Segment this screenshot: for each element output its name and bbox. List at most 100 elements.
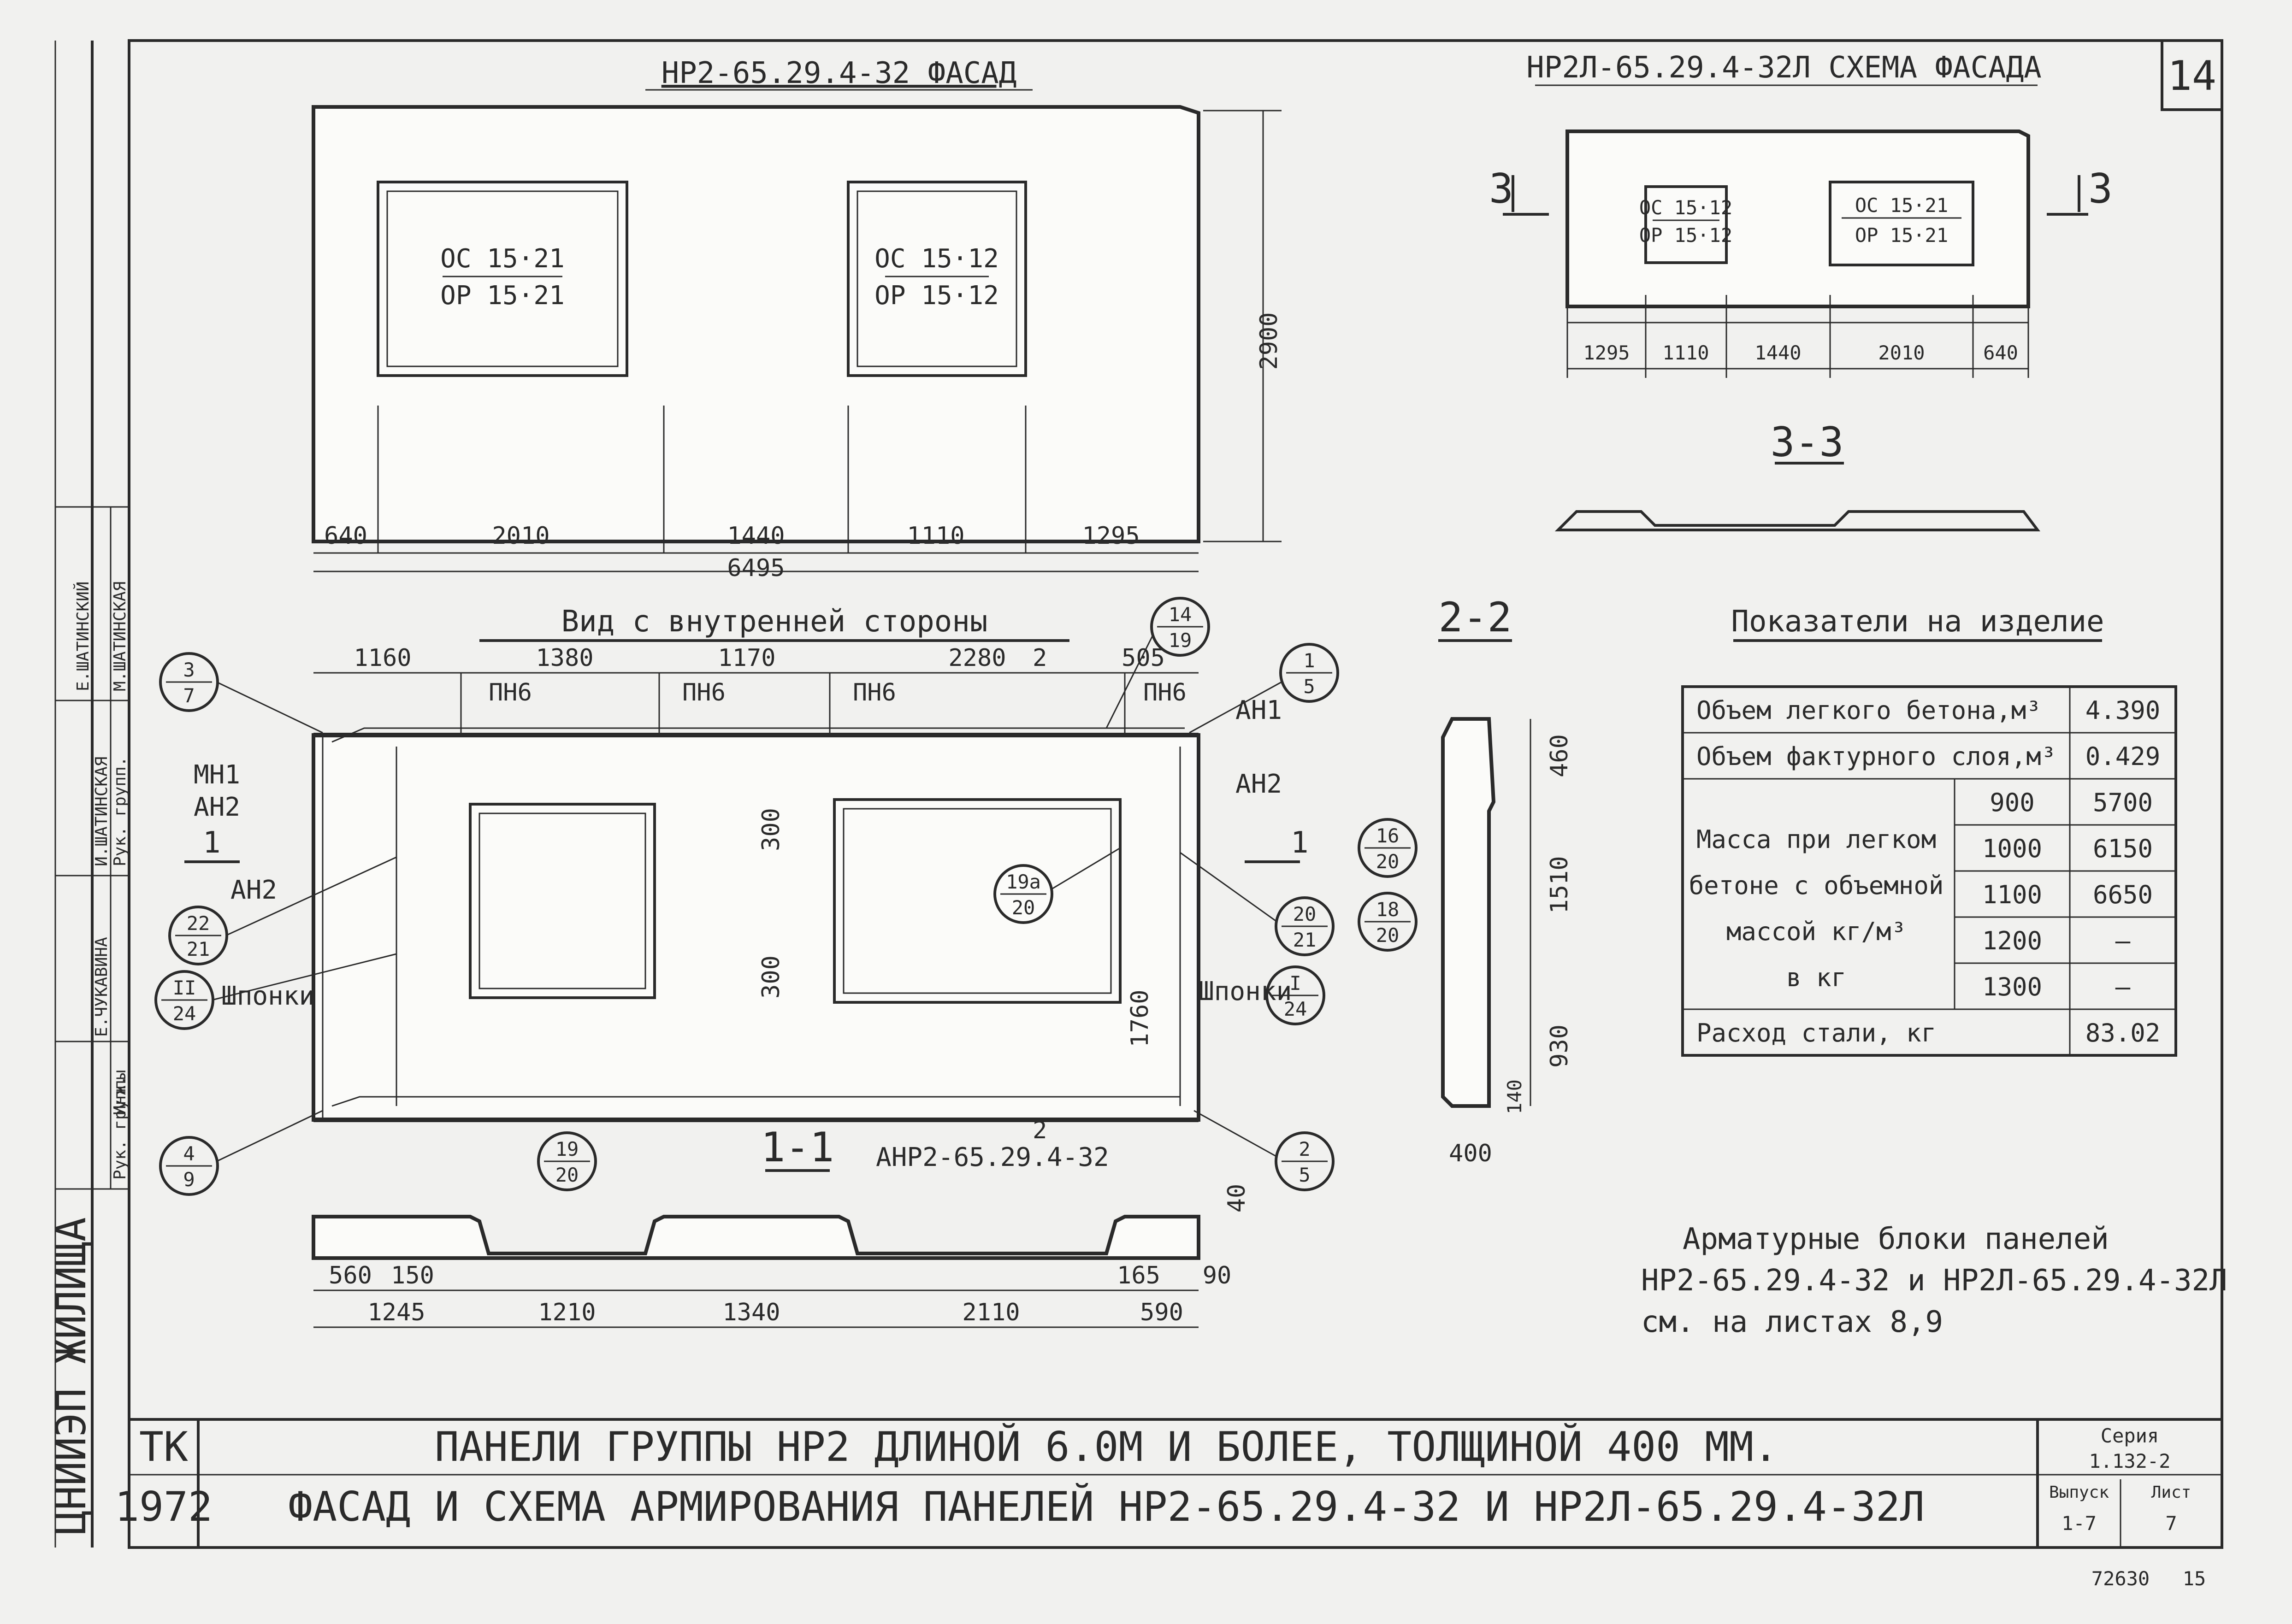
label-shponki-right: Шпонки bbox=[1199, 977, 1292, 1006]
facade-dim-5: 1295 bbox=[1082, 522, 1140, 550]
title-block: ТК 1972 ПАНЕЛИ ГРУППЫ НР2 ДЛИНОЙ 6.0М И … bbox=[115, 1418, 2222, 1548]
callout-bottom: 20 bbox=[1376, 924, 1400, 947]
inner-view-title: Вид с внутренней стороны bbox=[561, 605, 988, 639]
callout-bottom: 19 bbox=[1169, 629, 1192, 652]
scheme-window-2-bottom: ОР 15·21 bbox=[1855, 224, 1948, 247]
callout-bottom: 9 bbox=[183, 1168, 195, 1191]
signature-block: Е.ЧУКАВИНА И.ШАТИНСКАЯ М.ШАТИНСКАЯ Рук. … bbox=[55, 506, 130, 1190]
inner-top-dimensions: 1160 1380 1170 2280 505 2 bbox=[313, 644, 1199, 733]
s11-dim-thick: 40 bbox=[1223, 1184, 1251, 1213]
s22-dim-1: 460 bbox=[1546, 734, 1573, 777]
callout: 2 5 bbox=[1275, 1131, 1335, 1191]
s11-dim-bot-1: 1245 bbox=[367, 1299, 425, 1326]
callout-top: 20 bbox=[1293, 903, 1317, 925]
s22-dim-4: 140 bbox=[1503, 1079, 1526, 1114]
callout-top: 4 bbox=[183, 1142, 195, 1165]
tb-issue-label: Выпуск bbox=[2049, 1483, 2109, 1502]
facade-dim-total: 6495 bbox=[727, 554, 785, 582]
section33-title: 3-3 bbox=[1771, 418, 1844, 466]
callout: 1 5 bbox=[1279, 643, 1339, 703]
scheme-dim-3: 1440 bbox=[1754, 341, 1801, 364]
callout-top: I bbox=[1289, 972, 1301, 994]
s22-dim-2: 1510 bbox=[1546, 856, 1573, 913]
section11-title: 1-1 bbox=[761, 1124, 834, 1171]
s11-dim-top-1: 560 bbox=[329, 1262, 372, 1289]
ind-density-4: 1200 bbox=[1982, 926, 2042, 955]
s11-dim-top-3: 165 bbox=[1117, 1262, 1160, 1289]
sig-name-3: М.ШАТИНСКАЯ bbox=[111, 582, 130, 691]
note-line-1: Арматурные блоки панелей bbox=[1683, 1222, 2109, 1256]
scheme-dimensions: 1295 1110 1440 2010 640 bbox=[1566, 295, 2029, 378]
section33-profile bbox=[1554, 510, 2040, 531]
callout-bottom: 20 bbox=[1012, 896, 1035, 919]
s11-dim-top-2: 150 bbox=[391, 1262, 434, 1289]
scheme-title: НР2Л-65.29.4-32Л СХЕМА ФАСАДА bbox=[1526, 51, 2041, 85]
facade-dim-height: 2900 bbox=[1255, 312, 1283, 370]
loop-label-1: ПН6 bbox=[489, 679, 532, 706]
section11-callout: 19 20 bbox=[537, 1131, 597, 1191]
tb-sheet-label: Лист bbox=[2151, 1483, 2192, 1502]
ind-row-1-value: 4.390 bbox=[2085, 696, 2161, 725]
ind-mass-4: — bbox=[2115, 926, 2131, 955]
facade-window-2-bottom: ОР 15·12 bbox=[874, 281, 999, 311]
sheet-number: 14 bbox=[2168, 52, 2216, 100]
s22-callout: 16 20 bbox=[1358, 818, 1418, 878]
s22-dim-3: 930 bbox=[1546, 1024, 1573, 1068]
inner-dim-v-2: 300 bbox=[757, 955, 785, 999]
section11-label: АНР2-65.29.4-32 bbox=[876, 1142, 1109, 1172]
label-an2-b: АН2 bbox=[230, 875, 277, 905]
archive-stamp: 72630 bbox=[2091, 1567, 2150, 1590]
facade-window-1-top: ОС 15·21 bbox=[440, 244, 565, 274]
callout-top: 14 bbox=[1169, 603, 1192, 626]
callout-top: 3 bbox=[183, 659, 195, 681]
tb-org: ТК bbox=[139, 1423, 188, 1471]
ind-density-2: 1000 bbox=[1982, 834, 2042, 863]
inner-window-1 bbox=[469, 803, 656, 999]
callout-bottom: 24 bbox=[173, 1002, 196, 1025]
facade-dim-1: 640 bbox=[324, 522, 367, 550]
callout-top: 19 bbox=[555, 1138, 579, 1160]
section-mark-1-right: 1 bbox=[1291, 826, 1309, 860]
indicators-table: Объем легкого бетона,м³ 4.390 Объем факт… bbox=[1681, 685, 2177, 1057]
facade-window-2 bbox=[847, 181, 1027, 377]
label-an2-a: АН2 bbox=[194, 792, 240, 822]
facade-dim-2: 2010 bbox=[492, 522, 549, 550]
inner-top-mark: 2 bbox=[1033, 644, 1047, 672]
scheme-section-mark-right: 3 bbox=[2088, 165, 2113, 212]
s11-dim-bot-3: 1340 bbox=[722, 1299, 780, 1326]
inner-dim-4: 2280 bbox=[948, 644, 1006, 672]
ind-density-5: 1300 bbox=[1982, 972, 2042, 1001]
callout-bottom: 7 bbox=[183, 684, 195, 707]
callout-top: 22 bbox=[187, 912, 210, 935]
scheme-window-1-top: ОС 15·12 bbox=[1639, 196, 1732, 219]
ind-row-2-label: Объем фактурного слоя,м³ bbox=[1696, 742, 2056, 771]
ind-mass-label-1: Масса при легком bbox=[1696, 825, 1936, 854]
callout-top: 19а bbox=[1006, 871, 1041, 893]
facade-dim-3: 1440 bbox=[727, 522, 785, 550]
loop-label-2: ПН6 bbox=[682, 679, 726, 706]
inner-dim-2: 1380 bbox=[536, 644, 593, 672]
tb-line-2: ФАСАД И СХЕМА АРМИРОВАНИЯ ПАНЕЛЕЙ НР2-65… bbox=[288, 1483, 1925, 1530]
note-line-3: см. на листах 8,9 bbox=[1641, 1305, 1943, 1339]
scheme-dim-4: 2010 bbox=[1878, 341, 1925, 364]
s11-dim-top-4: 90 bbox=[1203, 1262, 1232, 1289]
scheme-dim-1: 1295 bbox=[1583, 341, 1630, 364]
callout: 3 7 bbox=[159, 652, 219, 712]
sig-role-1: Рук. группы bbox=[111, 1070, 130, 1180]
scheme-dim-2: 1110 bbox=[1662, 341, 1709, 364]
section22-title: 2-2 bbox=[1439, 594, 1512, 641]
callout: 19а 20 bbox=[993, 864, 1053, 924]
section11-dimensions: 560 150 165 90 1245 1210 1340 2110 590 4… bbox=[313, 1184, 1251, 1328]
indicators-title: Показатели на изделие bbox=[1731, 605, 2104, 639]
facade-title: НР2-65.29.4-32 ФАСАД bbox=[662, 56, 1017, 90]
scheme-window-2 bbox=[1829, 181, 1974, 266]
inner-dim-3: 1170 bbox=[718, 644, 775, 672]
callout-bottom: 21 bbox=[1293, 929, 1317, 951]
callout: 4 9 bbox=[159, 1136, 219, 1196]
callout: 20 21 bbox=[1275, 896, 1335, 956]
archive-stamp-small: 15 bbox=[2183, 1567, 2206, 1590]
facade-window-1 bbox=[377, 181, 628, 377]
s22-dim-5: 400 bbox=[1449, 1140, 1492, 1167]
ind-steel-label: Расход стали, кг bbox=[1696, 1018, 1936, 1047]
callout: II 24 bbox=[154, 970, 214, 1030]
